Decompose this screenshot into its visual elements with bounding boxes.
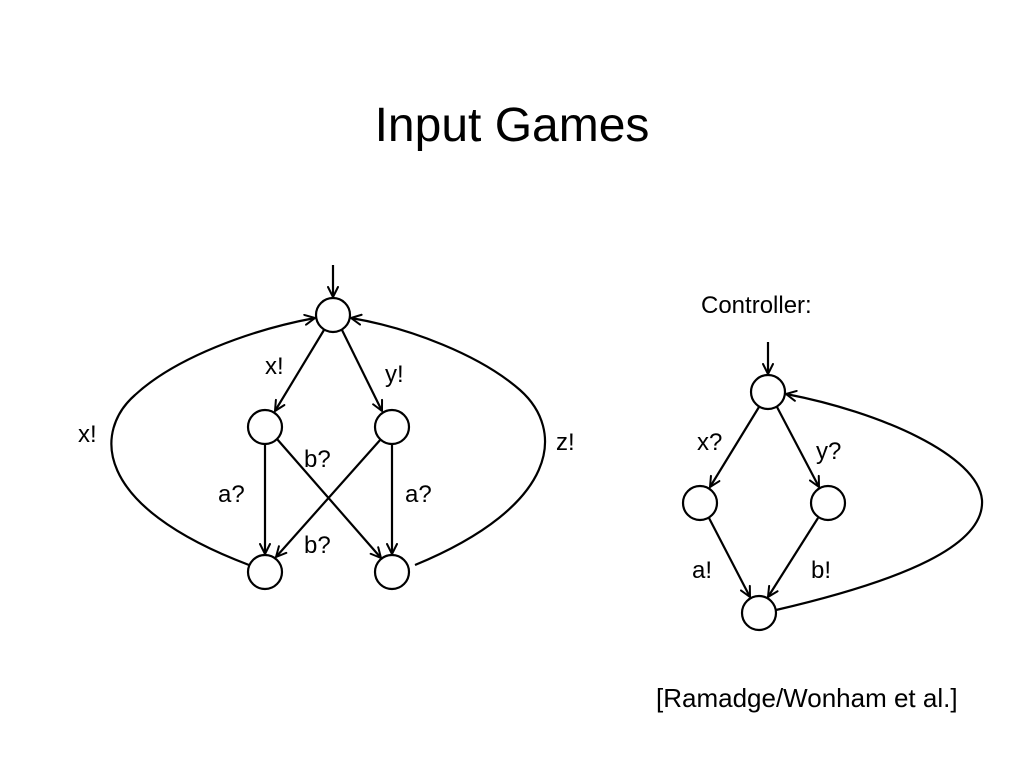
game-state-initial [314, 296, 352, 334]
game-label-cross-upper: b? [304, 446, 331, 473]
controller-state-right [809, 484, 847, 522]
controller-label-top-left: x? [697, 429, 722, 456]
game-label-right-down: a? [405, 481, 432, 508]
controller-edge-x [709, 406, 760, 488]
game-label-cross-lower: b? [304, 532, 331, 559]
game-edge-b-cross-down-left [275, 438, 382, 558]
game-state-bottom-left [246, 553, 284, 591]
citation: [Ramadge/Wonham et al.] [656, 683, 958, 713]
controller-label-top-right: y? [816, 438, 841, 465]
controller-heading: Controller: [701, 292, 812, 319]
game-label-left-down: a? [218, 481, 245, 508]
slide-title: Input Games [374, 99, 650, 152]
game-edge-x-out [274, 329, 325, 412]
controller-state-left [681, 484, 719, 522]
controller-label-bottom-right: b! [811, 557, 831, 584]
game-label-top-left: x! [265, 353, 284, 380]
controller-edge-a [708, 517, 751, 598]
controller-edge-y [776, 406, 820, 488]
game-edge-y-out [341, 329, 384, 412]
game-automaton [110, 265, 547, 591]
game-edge-z-return [350, 313, 547, 567]
controller-edge-b [767, 517, 819, 598]
game-label-top-right: y! [385, 361, 404, 388]
game-state-left [246, 408, 284, 446]
game-edge-x-return [110, 313, 316, 567]
controller-state-bottom [740, 594, 778, 632]
controller-label-bottom-left: a! [692, 557, 712, 584]
game-label-outer-right: z! [556, 429, 575, 456]
controller-automaton [681, 342, 984, 632]
controller-edge-return [775, 389, 984, 612]
game-state-bottom-right [373, 553, 411, 591]
game-label-outer-left: x! [78, 421, 97, 448]
controller-state-initial [749, 373, 787, 411]
